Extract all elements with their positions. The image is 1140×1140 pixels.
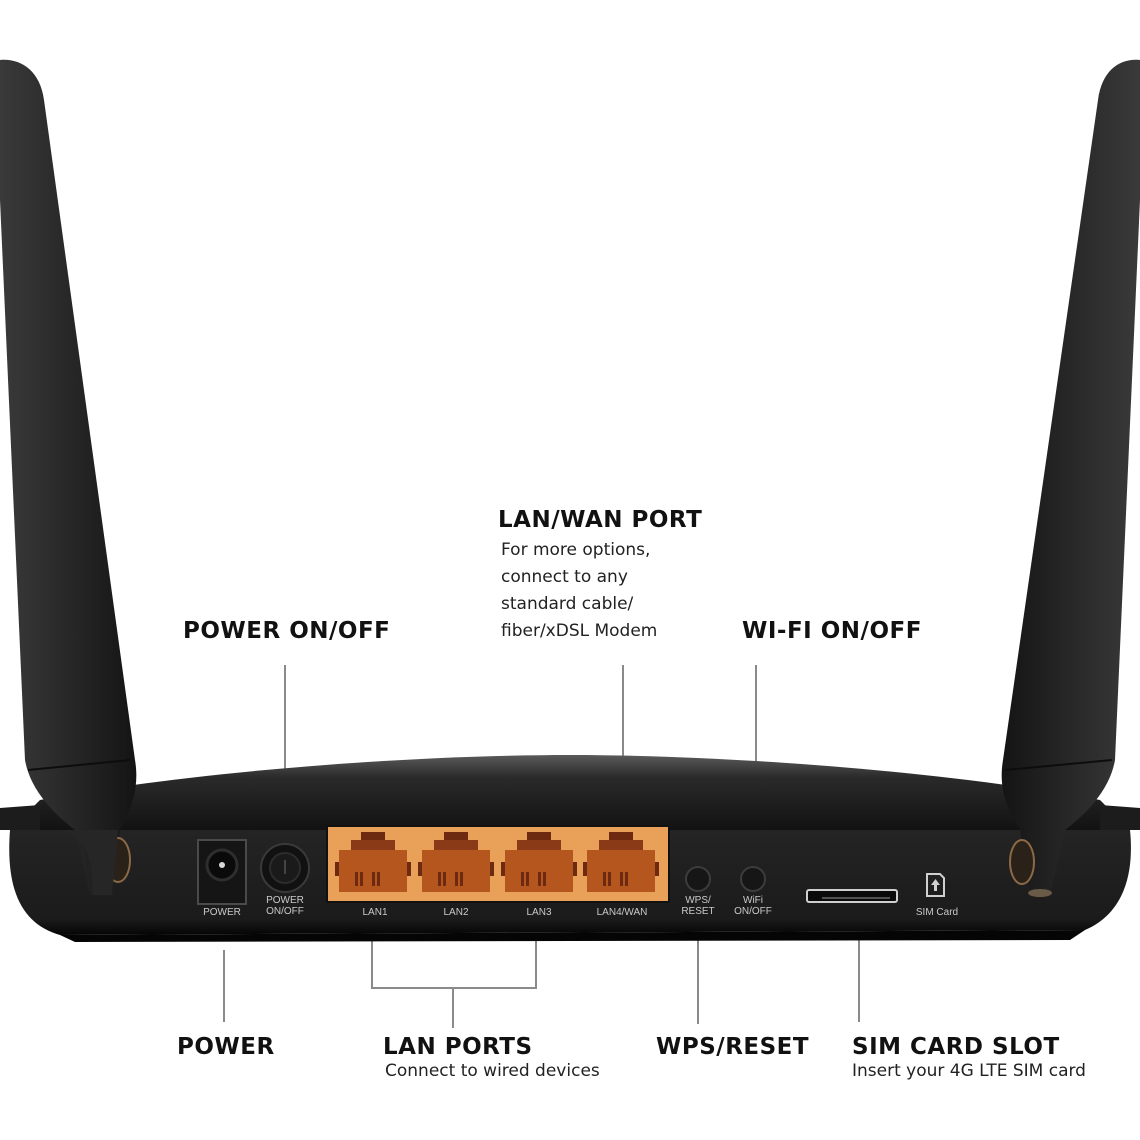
callout-title: POWER (177, 1034, 275, 1060)
port-label-lan4-wan: LAN4/WAN (596, 907, 648, 918)
callout-title: POWER ON/OFF (183, 618, 391, 644)
callout-lan-ports: LAN PORTS Connect to wired devices (383, 1034, 600, 1082)
power-jack (197, 839, 247, 905)
leader-lines (223, 665, 860, 1028)
power-switch (260, 843, 310, 893)
port-label-lan1: LAN1 (362, 907, 388, 918)
port-label-lan3: LAN3 (526, 907, 552, 918)
sim-card-icon (926, 873, 945, 897)
port-label-sim-card: SIM Card (915, 907, 959, 918)
wps-reset-button-shape (685, 866, 711, 892)
callout-power: POWER (177, 1034, 275, 1060)
callout-sim-card-slot: SIM CARD SLOT Insert your 4G LTE SIM car… (852, 1034, 1086, 1082)
port-label-lan2: LAN2 (443, 907, 469, 918)
port-label-power: POWER (203, 907, 241, 918)
callout-title: WI-FI ON/OFF (742, 618, 922, 644)
callout-wifi-on-off: WI-FI ON/OFF (742, 618, 922, 644)
left-antenna (0, 59, 137, 895)
callout-desc: Insert your 4G LTE SIM card (852, 1061, 1086, 1081)
callout-title: SIM CARD SLOT (852, 1034, 1060, 1060)
port-label-wifi-on-off: WiFi ON/OFF (734, 895, 772, 917)
callout-lan-wan-port: LAN/WAN PORT For more options, connect t… (498, 507, 702, 645)
port-label-wps-reset: WPS/ RESET (681, 895, 715, 917)
callout-wps-reset: WPS/RESET (656, 1034, 809, 1060)
sim-slot (806, 889, 898, 903)
port-label-power-on-off: POWER ON/OFF (266, 895, 304, 917)
lan-port-panel (326, 825, 670, 903)
callout-desc: For more options, connect to any standar… (501, 540, 658, 641)
callout-title: LAN/WAN PORT (498, 507, 703, 533)
callout-title: WPS/RESET (656, 1034, 810, 1060)
wifi-button-shape (740, 866, 766, 892)
right-antenna (1001, 59, 1140, 897)
callout-title: LAN PORTS (383, 1034, 533, 1060)
callout-power-on-off: POWER ON/OFF (183, 618, 390, 644)
callout-desc: Connect to wired devices (385, 1061, 600, 1081)
